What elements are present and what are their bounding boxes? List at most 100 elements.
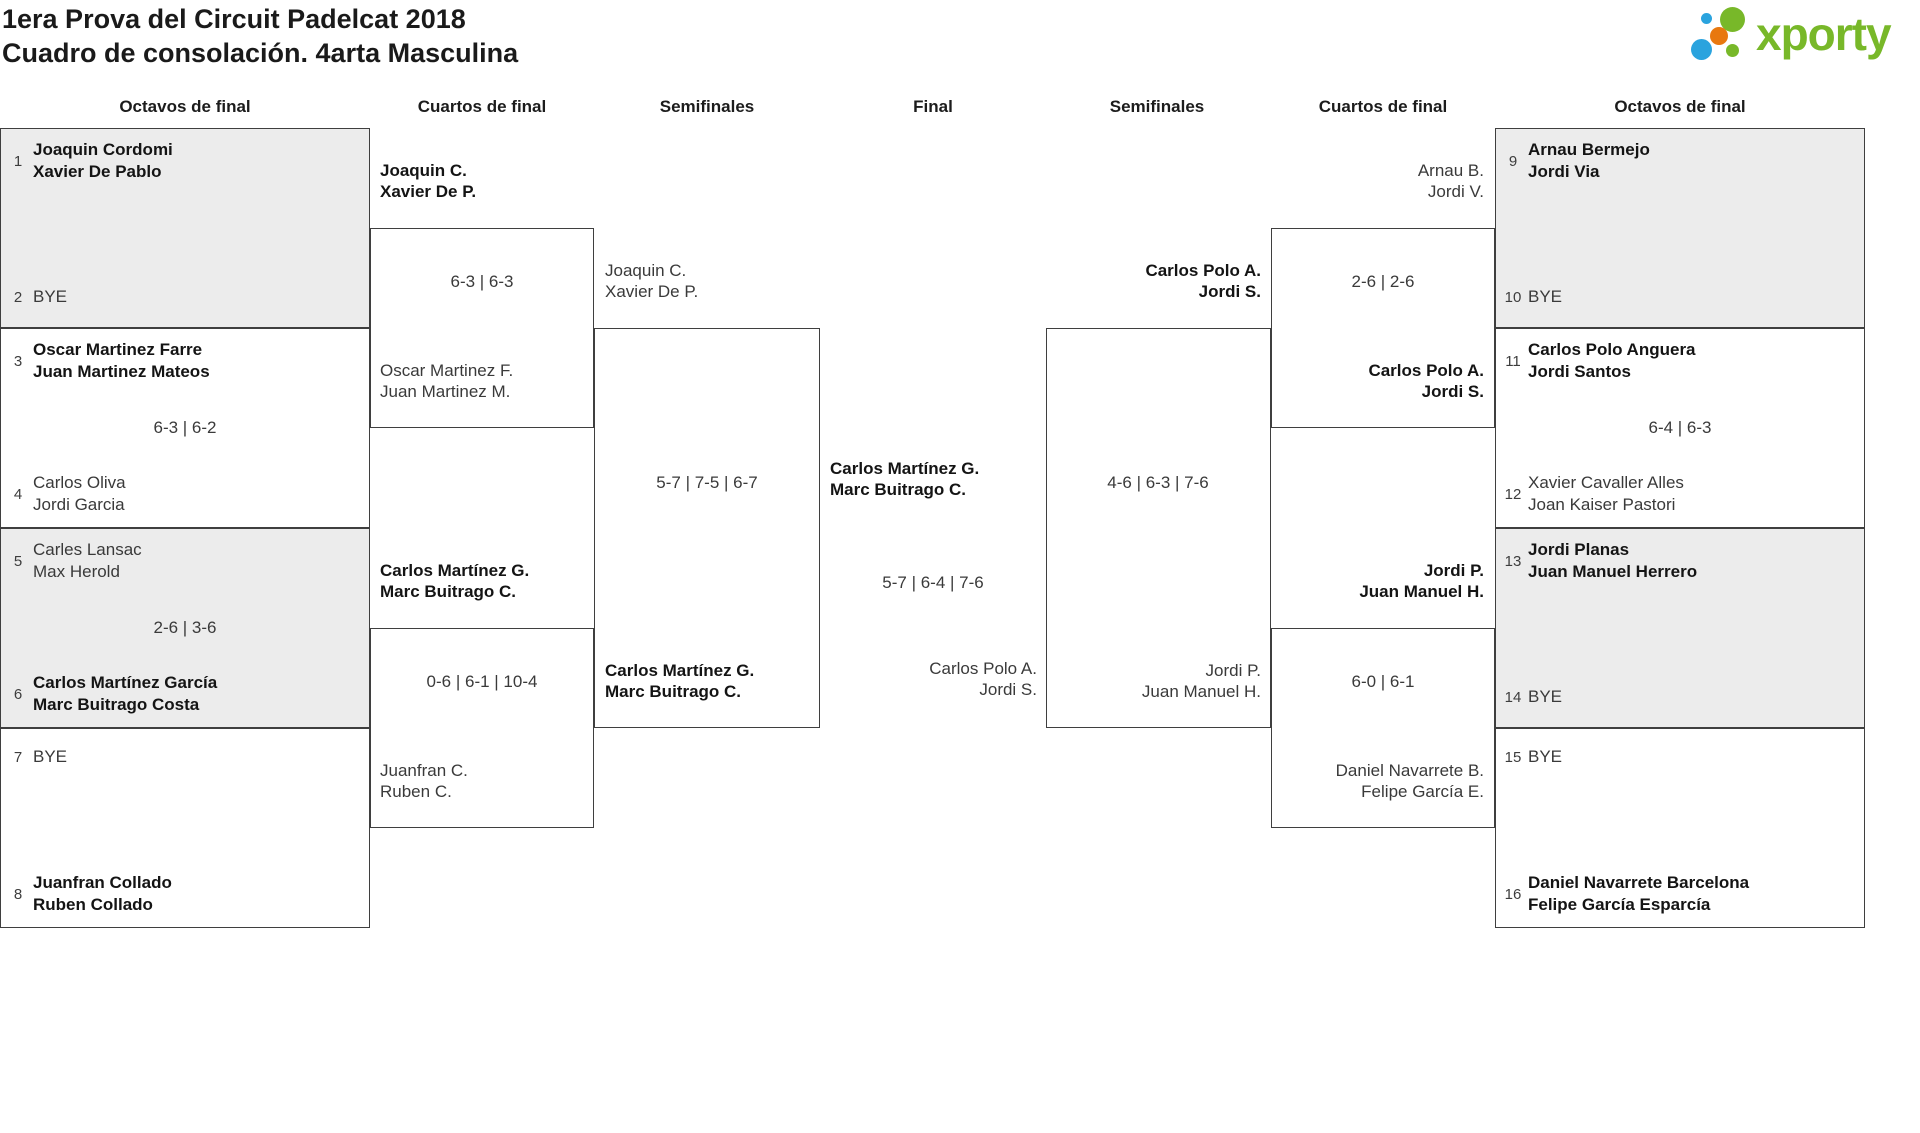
team-name-line: Joan Kaiser Pastori	[1528, 495, 1676, 514]
team-name-line: Marc Buitrago C.	[380, 582, 517, 601]
advancing-team-label: Carlos Martínez G.Marc Buitrago C.	[830, 458, 979, 500]
team-name-line: Juan Manuel H.	[1141, 682, 1261, 701]
advancing-team-label: Oscar Martinez F.Juan Martinez M.	[380, 360, 513, 402]
team-name-line: Juan Manuel H.	[1359, 582, 1484, 601]
seed-number: 9	[1508, 152, 1518, 170]
team-name-line: Xavier De Pablo	[33, 162, 162, 181]
round-header-semis-left: Semifinales	[659, 97, 755, 116]
match-box	[1495, 528, 1865, 728]
team-name-line: Jordi V.	[1427, 182, 1484, 201]
advancing-team-label: Carlos Martínez G.Marc Buitrago C.	[605, 660, 754, 702]
team-name-line: Jordi Garcia	[33, 495, 125, 514]
team-name-line: Marc Buitrago C.	[830, 480, 967, 499]
advancing-team-label: Carlos Martínez G. Marc Buitrago C.	[380, 560, 529, 602]
team-name-line: Max Herold	[33, 562, 120, 581]
match-score: 5-7 | 6-4 | 7-6	[882, 573, 984, 592]
match-score: 5-7 | 7-5 | 6-7	[656, 473, 758, 492]
team-name-line: Juan Martinez Mateos	[33, 362, 210, 381]
tournament-title: 1era Prova del Circuit Padelcat 2018	[2, 4, 466, 34]
team-name-line: Ruben Collado	[33, 895, 153, 914]
tournament-subtitle: Cuadro de consolación. 4arta Masculina	[2, 38, 519, 68]
team-name-line: Joaquin C.	[380, 161, 467, 180]
match-score: 4-6 | 6-3 | 7-6	[1107, 473, 1209, 492]
match-score: 6-3 | 6-3	[450, 272, 514, 291]
team-name-line: Carlos Martínez G.	[380, 561, 530, 580]
team-name-line: Xavier De P.	[605, 282, 699, 301]
match-score: 6-0 | 6-1	[1351, 672, 1415, 691]
match-box	[1271, 628, 1495, 828]
team-name-line: Carlos Polo A.	[929, 659, 1037, 678]
bye-label: BYE	[1528, 687, 1563, 706]
match-box	[1046, 328, 1271, 728]
seed-number: 3	[13, 352, 23, 370]
match-score: 2-6 | 3-6	[153, 618, 217, 637]
seed-number: 2	[13, 288, 23, 306]
team-name-line: Carlos Polo Anguera	[1528, 340, 1696, 359]
bye-label: BYE	[1528, 287, 1563, 306]
bye-slot: 7 BYE	[8, 742, 67, 772]
team-name-line: Juanfran Collado	[33, 873, 172, 892]
seed-number: 4	[13, 485, 23, 503]
team-name-line: Arnau Bermejo	[1528, 140, 1650, 159]
team-name-line: Arnau B.	[1417, 161, 1484, 180]
seed-number: 12	[1504, 485, 1522, 503]
round-header-final: Final	[913, 97, 953, 116]
round-header-octavos-right: Octavos de final	[1614, 97, 1746, 116]
team-name-line: Oscar Martinez F.	[380, 361, 514, 380]
advancing-team-label: Daniel Navarrete B.Felipe García E.	[1336, 760, 1484, 802]
team-name-line: Jordi Santos	[1528, 362, 1631, 381]
seed-number: 11	[1505, 352, 1521, 370]
bye-slot: 15 BYE	[1503, 742, 1562, 772]
team-name-line: Carlos Martínez García	[33, 673, 218, 692]
bye-label: BYE	[33, 747, 68, 766]
team-name-line: Jordi P.	[1423, 561, 1484, 580]
seed-number: 15	[1504, 748, 1522, 766]
match-box	[370, 628, 594, 828]
match-box	[0, 328, 370, 528]
team-name-line: Carlos Martínez G.	[605, 661, 755, 680]
team-name-line: Jordi Planas	[1528, 540, 1630, 559]
seed-number: 7	[13, 748, 23, 766]
advancing-team-label: Juanfran C.Ruben C.	[380, 760, 468, 802]
team-name-line: Ruben C.	[380, 782, 452, 801]
match-score: 0-6 | 6-1 | 10-4	[426, 672, 538, 691]
advancing-team-label: Arnau B. Jordi V.	[1418, 160, 1484, 202]
team-name-line: Jordi S.	[1198, 282, 1261, 301]
logo-text: xporty	[1756, 8, 1892, 60]
xporty-logo: xporty	[1690, 6, 1915, 70]
match-score: 6-3 | 6-2	[153, 418, 217, 437]
match-box	[0, 128, 370, 328]
advancing-team-label: Joaquin C.Xavier De P.	[380, 160, 476, 202]
bye-label: BYE	[33, 287, 68, 306]
match-box	[370, 228, 594, 428]
team-name-line: Jordi S.	[1421, 382, 1484, 401]
seed-number: 16	[1504, 885, 1522, 903]
team-name-line: Joaquin Cordomi	[33, 140, 173, 159]
team-name-line: Carlos Polo A.	[1368, 361, 1484, 380]
bye-label: BYE	[1528, 747, 1563, 766]
match-box	[0, 728, 370, 928]
logo-dot-orange	[1710, 27, 1728, 45]
advancing-team-label: Carlos Polo A.Jordi S.	[1145, 260, 1261, 302]
match-box	[1495, 328, 1865, 528]
advancing-team-label: Jordi P.Juan Manuel H.	[1142, 660, 1261, 702]
